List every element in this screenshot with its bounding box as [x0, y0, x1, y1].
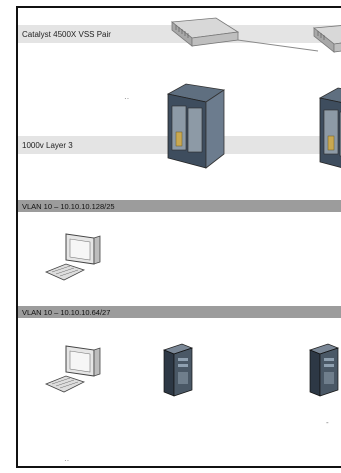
faint-mark: - — [326, 418, 329, 427]
workstation-icon — [44, 345, 101, 393]
rack-server-icon — [166, 83, 226, 169]
vlan-a-label: VLAN 10 – 10.10.10.128/25 — [22, 201, 115, 211]
switch-link — [222, 37, 319, 52]
workstation-icon — [44, 233, 101, 281]
diagram-frame: Catalyst 4500X VSS Pair ·· 1000v Layer 3 — [16, 6, 341, 468]
network-switch-icon — [170, 17, 240, 47]
vlan-b-band: VLAN 10 – 10.10.10.64/27 — [18, 306, 341, 318]
vlan-a-band: VLAN 10 – 10.10.10.128/25 — [18, 200, 341, 212]
distribution-layer-label: 1000v Layer 3 — [22, 140, 73, 150]
rack-server-icon — [318, 87, 341, 168]
tower-server-icon — [308, 343, 340, 397]
network-switch-icon — [312, 25, 341, 53]
tower-server-icon — [162, 343, 194, 397]
faint-mark: ·· — [64, 456, 70, 465]
core-layer-label: Catalyst 4500X VSS Pair — [22, 29, 111, 39]
vlan-b-label: VLAN 10 – 10.10.10.64/27 — [22, 307, 111, 317]
faint-mark: ·· — [124, 94, 130, 103]
